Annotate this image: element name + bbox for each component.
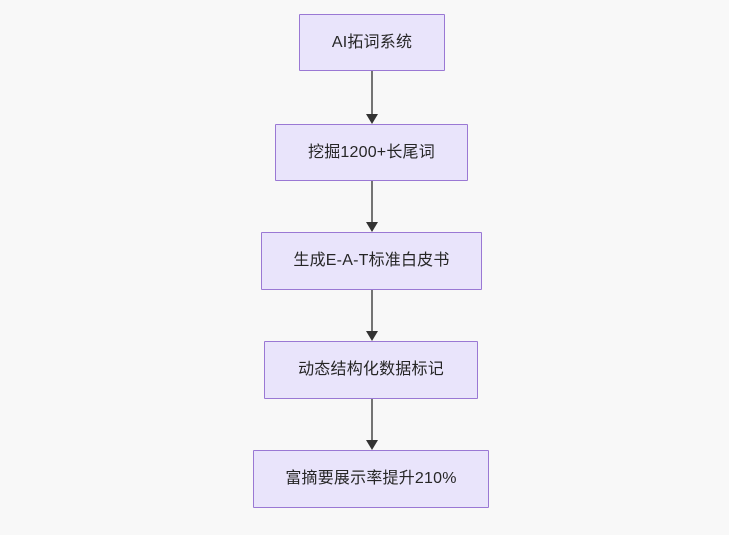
flow-node-n1[interactable]: AI拓词系统 xyxy=(299,14,445,71)
arrowhead-icon xyxy=(366,222,378,232)
flow-node-n4[interactable]: 动态结构化数据标记 xyxy=(264,341,478,399)
flow-edge-n1-to-n2 xyxy=(360,71,384,124)
arrowhead-icon xyxy=(366,440,378,450)
flow-node-label: 生成E-A-T标准白皮书 xyxy=(293,252,450,270)
flow-node-label: 挖掘1200+长尾词 xyxy=(308,143,435,161)
flow-node-label: 动态结构化数据标记 xyxy=(298,361,444,379)
arrowhead-icon xyxy=(366,331,378,341)
flow-edge-n3-to-n4 xyxy=(360,290,384,341)
flow-node-label: 富摘要展示率提升210% xyxy=(285,470,457,488)
flow-edge-n2-to-n3 xyxy=(360,181,384,232)
flow-node-n5[interactable]: 富摘要展示率提升210% xyxy=(253,450,489,508)
arrowhead-icon xyxy=(366,114,378,124)
flow-node-n2[interactable]: 挖掘1200+长尾词 xyxy=(275,124,468,181)
flow-node-n3[interactable]: 生成E-A-T标准白皮书 xyxy=(261,232,482,290)
flow-node-label: AI拓词系统 xyxy=(331,33,413,51)
flow-edge-n4-to-n5 xyxy=(360,399,384,450)
